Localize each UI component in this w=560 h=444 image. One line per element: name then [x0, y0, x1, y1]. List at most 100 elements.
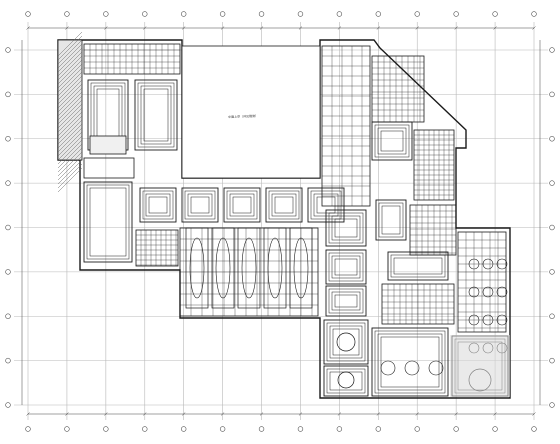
- hatch-line: [57, 87, 83, 113]
- bay-oval: [267, 237, 283, 299]
- dimension-tick: [337, 26, 342, 30]
- axis-bubble: [5, 402, 11, 408]
- room-center-square: [325, 285, 367, 317]
- hatch-line: [57, 59, 83, 85]
- room-square-mid: [274, 196, 294, 214]
- bay-oval: [189, 237, 205, 299]
- room-center-square: [325, 249, 367, 285]
- room-right: [371, 121, 413, 161]
- room-square-mid: [265, 187, 303, 223]
- axis-bubble: [492, 426, 498, 432]
- room-counter: [89, 135, 127, 155]
- hatch-line: [57, 51, 83, 77]
- axis-bubble: [531, 11, 537, 17]
- hatch-line: [57, 67, 83, 93]
- room-square-mid: [148, 196, 168, 214]
- room-right: [377, 127, 407, 155]
- room-west: [89, 187, 127, 257]
- axis-bubble: [64, 11, 70, 17]
- axis-bubble: [64, 426, 70, 432]
- hatch-line: [57, 127, 83, 153]
- hatch-line: [57, 39, 83, 65]
- room-square-mid: [271, 193, 297, 217]
- axis-bubble: [549, 136, 555, 142]
- bay-oval: [241, 237, 257, 299]
- room-bottom: [332, 328, 360, 356]
- dimension-tick: [337, 412, 342, 416]
- axis-bubble: [414, 11, 420, 17]
- axis-bubble: [5, 313, 11, 319]
- hatch-line: [57, 123, 83, 149]
- hatch-line: [57, 139, 83, 165]
- room-center-square: [328, 252, 364, 282]
- axis-markers: [5, 11, 555, 432]
- axis-bubble: [5, 357, 11, 364]
- axis-bubble: [5, 224, 11, 231]
- hatch-line: [57, 103, 83, 129]
- shaded-lobby: [450, 335, 510, 397]
- room-center-square: [334, 218, 358, 238]
- axis-bubble: [258, 426, 265, 432]
- fixture: [496, 286, 508, 298]
- room-right: [374, 124, 410, 158]
- room-bottom: [326, 368, 366, 394]
- dimension-tick: [259, 26, 264, 30]
- hatch-line: [57, 167, 83, 193]
- room-toilet-right: [140, 85, 172, 145]
- room-toilet-left: [96, 88, 120, 142]
- room-right-band: [387, 251, 449, 281]
- dimension-tick: [104, 412, 108, 416]
- round-table: [404, 360, 420, 376]
- room-bottom-wide: [371, 327, 449, 397]
- dimension-tick: [454, 412, 458, 416]
- round-table: [428, 360, 444, 376]
- dimension-tick: [220, 412, 225, 416]
- room-toilet-right: [134, 79, 178, 151]
- dimension-tick: [143, 412, 147, 416]
- room-right-grid: [409, 204, 457, 256]
- hatch-line: [57, 143, 83, 169]
- room-bottom: [323, 319, 369, 365]
- axis-bubble: [549, 180, 555, 186]
- room-square-mid: [145, 193, 171, 217]
- hatch-line: [57, 99, 83, 125]
- hatch-line: [57, 135, 83, 161]
- axis-bubble: [492, 11, 498, 17]
- dimension-tick: [182, 412, 186, 416]
- room-west: [83, 181, 133, 263]
- axis-bubble: [414, 426, 420, 432]
- room-right: [380, 130, 404, 152]
- room-center-square: [331, 291, 361, 311]
- dimension-tick: [104, 26, 108, 30]
- fixture: [482, 286, 494, 298]
- hatch-line: [57, 55, 83, 81]
- room-square-mid: [139, 187, 177, 223]
- axis-bubble: [336, 11, 343, 17]
- room-bottom-wide: [380, 336, 440, 388]
- hatch-line: [57, 35, 83, 61]
- hatch-line: [57, 31, 83, 57]
- room-toilet-left: [93, 85, 123, 145]
- room-right-band: [390, 254, 446, 278]
- axis-bubble: [549, 313, 555, 319]
- room-right-small: [375, 199, 407, 241]
- axis-bubble: [549, 402, 555, 408]
- dimension-tick: [298, 26, 303, 30]
- left-hatched-stair: [57, 31, 83, 193]
- round-table: [380, 360, 396, 376]
- axis-bubble: [258, 11, 265, 17]
- room-square-mid: [226, 190, 258, 220]
- room-bottom: [323, 365, 369, 397]
- room-toilet-right: [143, 88, 169, 142]
- hatch-line: [57, 111, 83, 137]
- hatch-line: [57, 63, 83, 89]
- hatch-line: [57, 95, 83, 121]
- hatch-line: [57, 131, 83, 157]
- room-square-mid: [223, 187, 261, 223]
- dimension-tick: [220, 26, 225, 30]
- axis-bubble: [549, 91, 555, 98]
- dimension-tick: [298, 412, 303, 416]
- courtyard-void: [181, 45, 321, 179]
- axis-bubble: [180, 11, 187, 17]
